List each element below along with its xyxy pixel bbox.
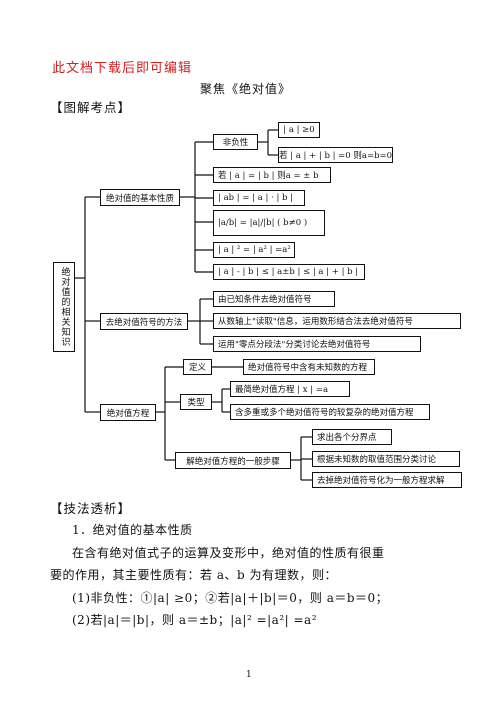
step-find-boundaries: 求出各个分界点 [312, 429, 392, 445]
property-abs-nonneg: | a | ≥0 [278, 122, 320, 138]
property-item-1: (1)非负性：①|a| ≥0；②若|a|＋|b|＝0，则 a＝b＝0； [72, 591, 389, 605]
subheading-basic-properties: 1．绝对值的基本性质 [72, 523, 193, 537]
property-triangle-inequality: | a | - | b | ≤ | a±b | ≤ | a | + | b | [213, 264, 365, 280]
type-simplest: 最简绝对值方程 | x | =a [230, 381, 350, 397]
document-title: 聚焦《绝对值》 [200, 82, 292, 96]
paragraph-line-1: 在含有绝对值式子的运算及变形中，绝对值的性质有很重 [72, 546, 385, 560]
property-quotient: |a/b| = |a|/|b| ( b≠0 ) [213, 210, 325, 236]
property-sum-zero: 若 | a | + | b | =0 则a=b=0 [278, 147, 393, 163]
paragraph-line-2: 要的作用，其主要性质有：若 a、b 为有理数，则： [50, 568, 337, 582]
definition-text: 绝对值符号中含有未知数的方程 [243, 359, 375, 375]
method-given-conditions: 由已知条件去绝对值符号 [213, 291, 335, 307]
type-complex: 含多重或多个绝对值符号的较复杂的绝对值方程 [230, 404, 430, 420]
property-product: | ab | = | a | · | b | [213, 190, 305, 206]
step-case-analysis: 根据未知数的取值范围分类讨论 [312, 451, 460, 467]
download-note: 此文档下载后即可编辑 [52, 61, 193, 76]
node-nonnegativity: 非负性 [213, 134, 258, 150]
method-zero-point: 运用"零点分段法"分类讨论去绝对值符号 [213, 336, 421, 352]
section-heading-diagram: 【图解考点】 [50, 100, 132, 115]
diagram-root: 绝对值的相关知识 [53, 262, 75, 352]
branch-abs-equations: 绝对值方程 [100, 404, 156, 421]
property-square: | a | ² = | a² | =a² [213, 242, 295, 258]
section-heading-techniques: 【技法透析】 [50, 501, 132, 516]
property-equal-abs: 若 | a | = | b | 则a = ± b [213, 167, 331, 183]
step-solve-general: 去掉绝对值符号化为一般方程求解 [312, 472, 462, 488]
page-number: 1 [246, 670, 252, 680]
node-types: 类型 [180, 394, 212, 410]
method-number-line: 从数轴上"读取"信息，运用数形结合法去绝对值符号 [213, 313, 461, 329]
branch-remove-abs-methods: 去绝对值符号的方法 [100, 313, 188, 330]
branch-basic-properties: 绝对值的基本性质 [100, 189, 180, 206]
node-general-steps: 解绝对值方程的一般步骤 [175, 452, 291, 469]
node-definition: 定义 [183, 359, 212, 375]
property-item-2: (2)若|a|＝|b|，则 a＝±b；|a|² =|a²| =a² [72, 613, 318, 627]
